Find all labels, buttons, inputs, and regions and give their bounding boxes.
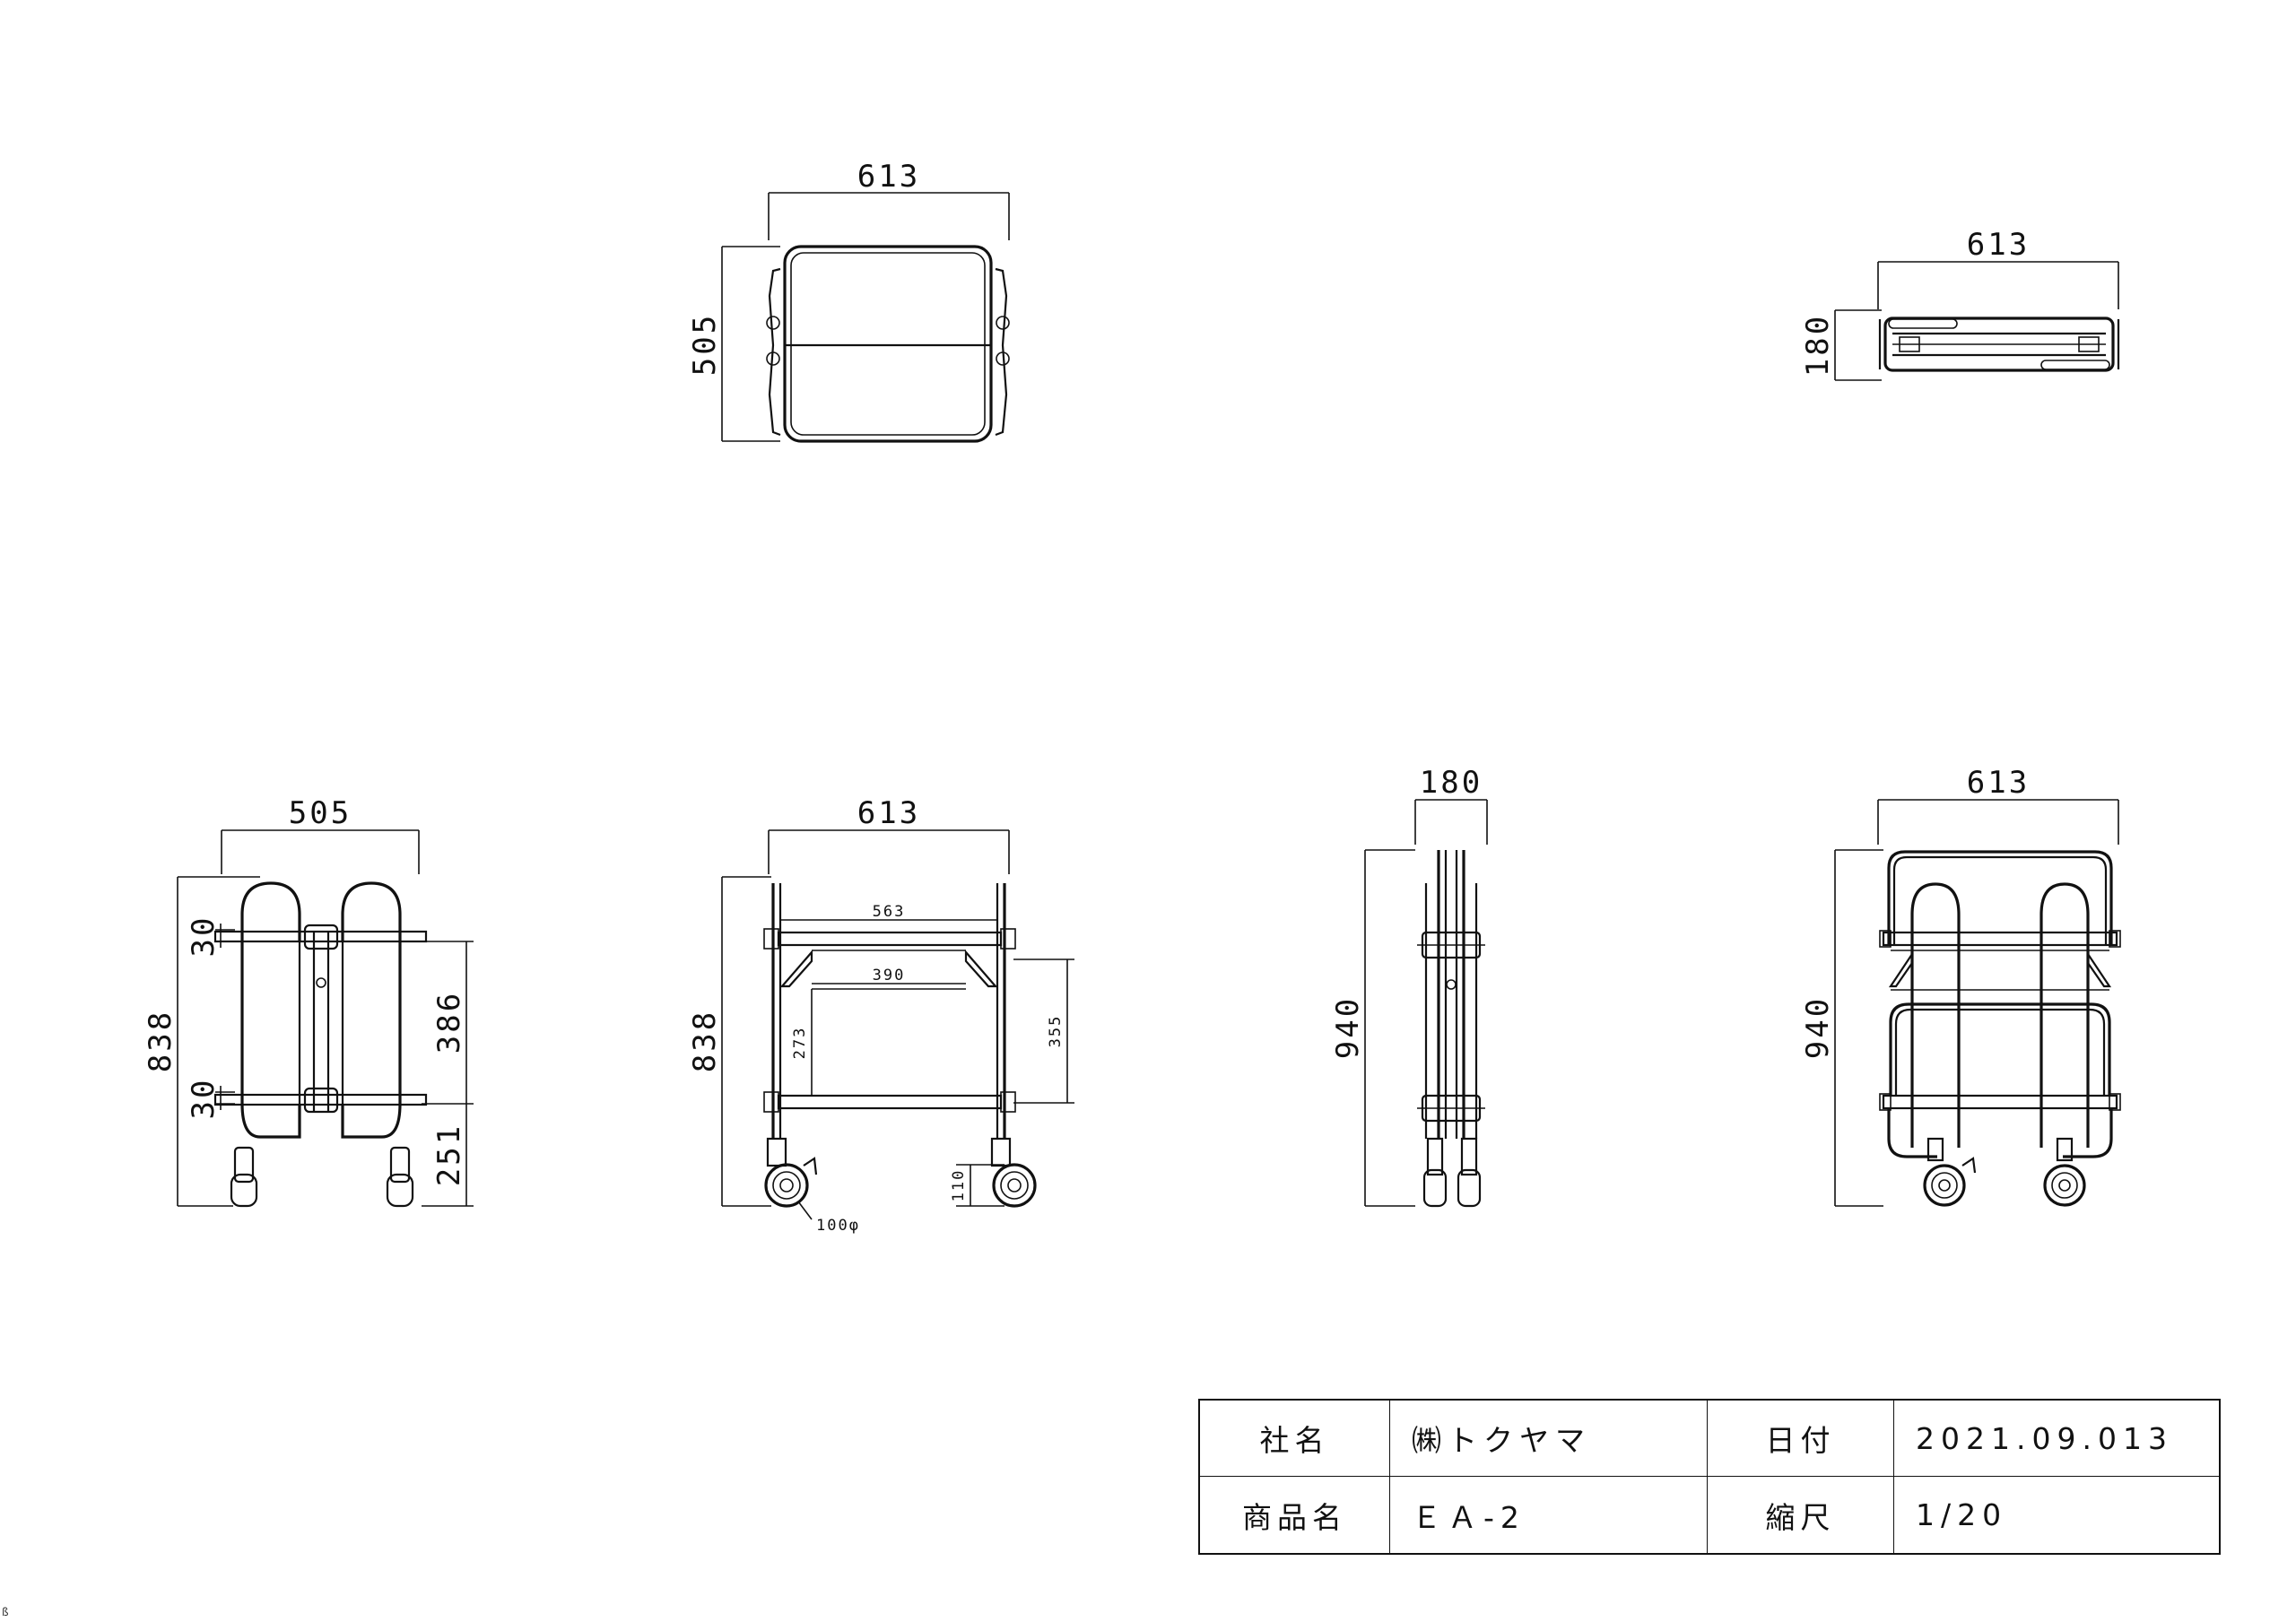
top-width-label: 613 — [857, 159, 920, 195]
product-label: 商品名 — [1200, 1477, 1390, 1553]
front-bracket-width-label: 390 — [873, 967, 906, 984]
title-block: 社名 ㈱トクヤマ 日付 2021.09.013 商品名 ＥＡ-2 縮尺 1/20 — [1198, 1399, 2221, 1555]
front-shelf-spacing-label: 355 — [1047, 1015, 1065, 1048]
scale-label: 縮尺 — [1708, 1477, 1894, 1553]
company-value: ㈱トクヤマ — [1390, 1401, 1708, 1477]
folded-side-width-label: 180 — [1420, 765, 1483, 801]
folded-front-width-label: 613 — [1967, 765, 2030, 801]
date-value: 2021.09.013 — [1894, 1401, 2219, 1477]
folded-front-height-label: 940 — [1800, 996, 1836, 1059]
side-width-label: 505 — [289, 795, 352, 831]
folded-top-view: 613 180 — [1800, 227, 2120, 381]
company-label: 社名 — [1200, 1401, 1390, 1477]
folded-side-height-label: 940 — [1330, 996, 1366, 1059]
date-label: 日付 — [1708, 1401, 1894, 1477]
side-between-shelves-label: 386 — [431, 991, 467, 1054]
folded-side-view: 180 940 — [1330, 765, 1488, 1208]
side-height-label: 838 — [143, 1010, 178, 1072]
front-height-label: 838 — [687, 1010, 723, 1072]
front-wheel-diameter-label: 100φ — [816, 1217, 860, 1235]
scale-value: 1/20 — [1916, 1497, 2008, 1532]
side-bottom-clearance-label: 251 — [431, 1123, 467, 1186]
side-view: 505 838 30 30 386 251 — [143, 795, 474, 1208]
front-shelf-gap-label: 273 — [791, 1027, 809, 1060]
top-view: 613 505 — [687, 159, 1010, 443]
folded-top-width-label: 613 — [1967, 227, 2030, 263]
folded-top-depth-label: 180 — [1800, 314, 1836, 377]
front-view: 613 838 563 390 273 355 — [687, 795, 1074, 1235]
front-wheel-height-label: 110 — [950, 1169, 968, 1202]
page-mark: ß — [2, 1606, 9, 1618]
product-value: ＥＡ-2 — [1390, 1477, 1708, 1553]
top-depth-label: 505 — [687, 313, 723, 376]
folded-front-view: 613 940 — [1800, 765, 2121, 1207]
front-width-label: 613 — [857, 795, 920, 831]
front-shelf-width-label: 563 — [873, 903, 906, 921]
